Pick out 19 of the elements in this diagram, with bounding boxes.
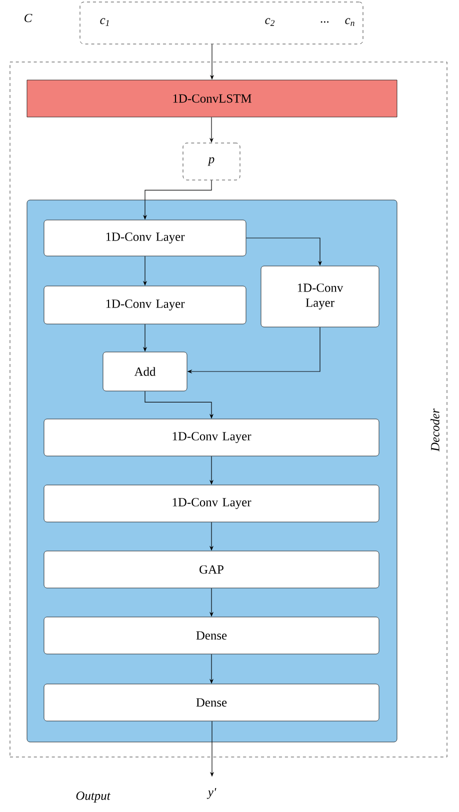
layer-box: 1D-Conv Layer bbox=[44, 484, 380, 522]
input-symbol: c$_{2}$ bbox=[265, 18, 274, 26]
convlstm-box: 1D-ConvLSTM bbox=[26, 80, 398, 118]
input-symbol: c$_{1}$ bbox=[100, 18, 109, 26]
output-symbol: y' bbox=[206, 788, 216, 799]
feature-box: p bbox=[182, 142, 240, 180]
layer-box: Add bbox=[102, 352, 188, 392]
input-label: C bbox=[24, 14, 32, 22]
output-label: Output bbox=[76, 792, 111, 802]
layer-box: 1D-Conv Layer bbox=[44, 220, 246, 256]
layer-box: Dense bbox=[44, 684, 380, 722]
layer-box: Dense bbox=[44, 616, 380, 654]
side-label: Decoder bbox=[430, 408, 440, 452]
layer-box: 1D-Conv Layer bbox=[44, 286, 246, 324]
layer-box: 1D-Conv Layer bbox=[260, 266, 380, 328]
input-symbol: c$_{n}$ bbox=[345, 18, 354, 26]
layer-box: 1D-Conv Layer bbox=[44, 418, 380, 456]
layer-box: GAP bbox=[44, 550, 380, 588]
input-symbol: ... bbox=[320, 21, 329, 23]
